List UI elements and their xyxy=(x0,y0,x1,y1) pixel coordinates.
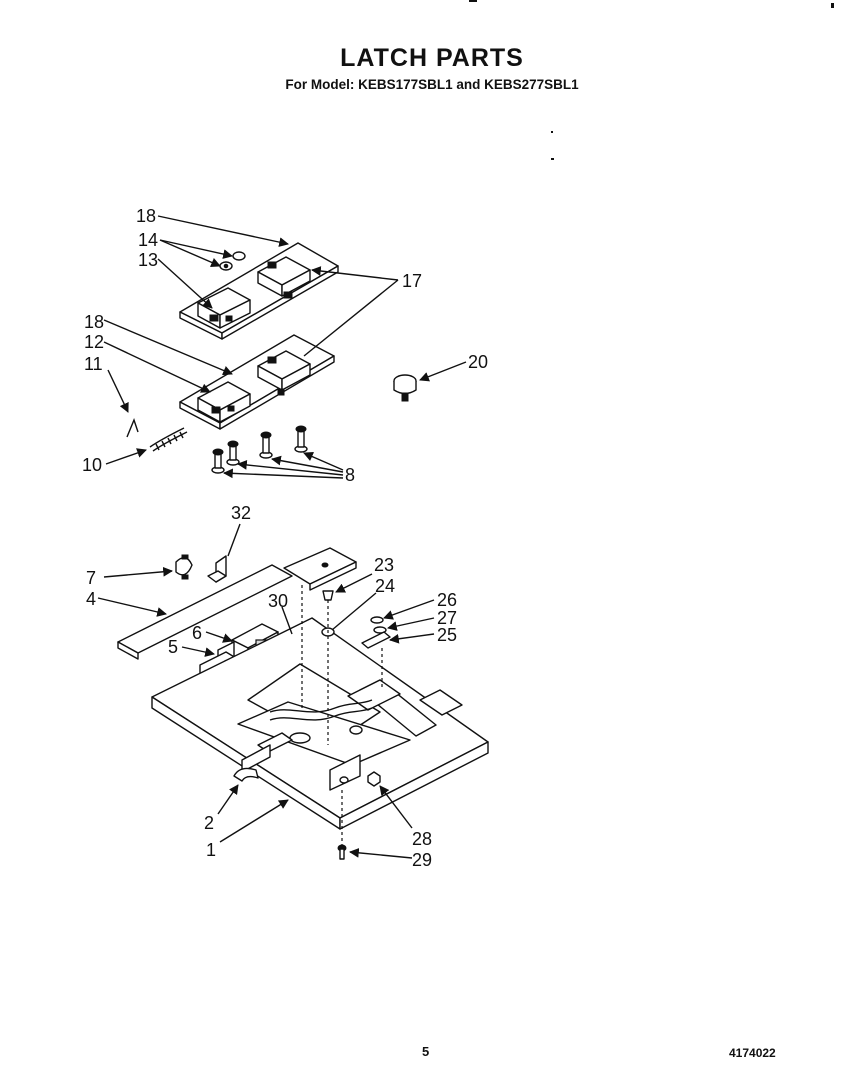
callout-13: 13 xyxy=(138,250,158,270)
callout-14: 14 xyxy=(138,230,158,250)
callout-32: 32 xyxy=(231,503,251,523)
callout-29: 29 xyxy=(412,850,432,870)
callout-25: 25 xyxy=(437,625,457,645)
model-subtitle: For Model: KEBS177SBL1 and KEBS277SBL1 xyxy=(285,77,579,92)
page-number: 5 xyxy=(422,1044,430,1059)
screws-8 xyxy=(211,425,308,474)
lower-switch-board xyxy=(179,334,335,430)
callout-7: 7 xyxy=(86,568,96,588)
callout-8: 8 xyxy=(345,465,355,485)
upper-switch-board xyxy=(179,242,339,340)
callout-24: 24 xyxy=(375,576,395,596)
callout-17: 17 xyxy=(402,271,422,291)
callout-18-lower: 18 xyxy=(84,312,104,332)
callout-26: 26 xyxy=(437,590,457,610)
callout-10: 10 xyxy=(82,455,102,475)
page-title: LATCH PARTS xyxy=(340,44,524,72)
callout-5: 5 xyxy=(168,637,178,657)
document-number: 4174022 xyxy=(729,1046,776,1060)
lever-4 xyxy=(117,547,357,660)
callout-4: 4 xyxy=(86,589,96,609)
base-plate-1 xyxy=(151,585,489,860)
clip-7-bracket-32 xyxy=(175,554,227,583)
callout-23: 23 xyxy=(374,555,394,575)
callout-1: 1 xyxy=(206,840,216,860)
callout-labels: 18 14 13 17 18 12 11 20 10 8 32 23 7 24 … xyxy=(82,206,488,870)
spring-and-clip xyxy=(126,417,188,452)
callout-12: 12 xyxy=(84,332,104,352)
scan-marks xyxy=(469,0,834,160)
knob-20 xyxy=(393,374,417,402)
callout-11: 11 xyxy=(84,354,103,374)
callout-18-upper: 18 xyxy=(136,206,156,226)
callout-6: 6 xyxy=(192,623,202,643)
callout-28: 28 xyxy=(412,829,432,849)
leader-lines xyxy=(97,215,467,859)
callout-27: 27 xyxy=(437,608,457,628)
callout-30: 30 xyxy=(268,591,288,611)
callout-2: 2 xyxy=(204,813,214,833)
callout-20: 20 xyxy=(468,352,488,372)
